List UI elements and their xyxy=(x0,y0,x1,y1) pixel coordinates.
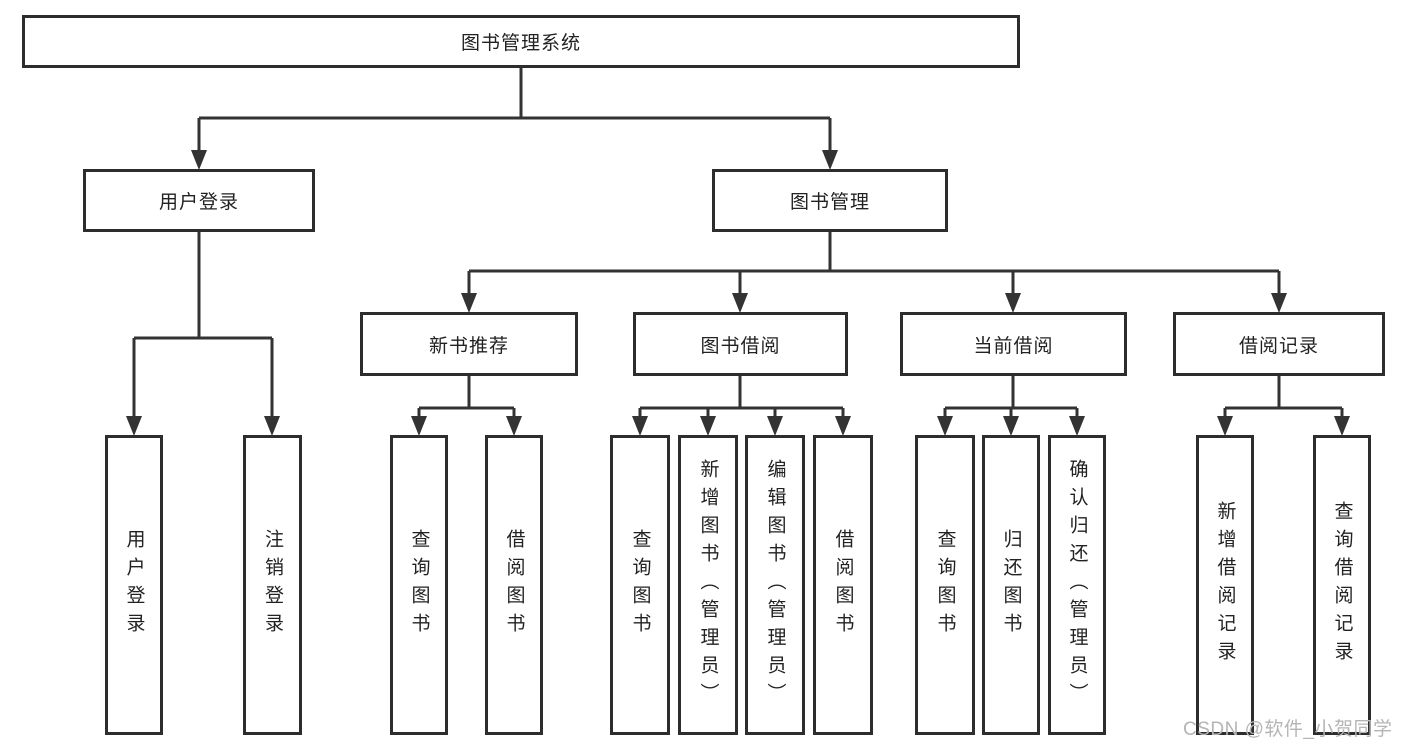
node-borrow-records: 借阅记录 xyxy=(1173,312,1385,376)
leaf-records-add-borrow-record: 新增借阅记录 xyxy=(1196,435,1254,735)
leaf-recommend-borrow-books: 借阅图书 xyxy=(485,435,543,735)
leaf-current-confirm-return-admin: 确认归还（管理员） xyxy=(1048,435,1106,735)
node-book-borrow: 图书借阅 xyxy=(633,312,848,376)
node-user-login: 用户登录 xyxy=(83,169,315,232)
node-book-management: 图书管理 xyxy=(712,169,948,232)
node-root: 图书管理系统 xyxy=(22,15,1020,68)
leaf-current-return-books: 归还图书 xyxy=(982,435,1040,735)
leaf-borrow-borrow-books: 借阅图书 xyxy=(813,435,873,735)
leaf-logout-login: 注销登录 xyxy=(243,435,302,735)
node-new-book-recommend: 新书推荐 xyxy=(360,312,578,376)
leaf-borrow-query-books: 查询图书 xyxy=(610,435,670,735)
leaf-borrow-edit-books-admin: 编辑图书（管理员） xyxy=(745,435,805,735)
leaf-user-login: 用户登录 xyxy=(105,435,163,735)
leaf-current-query-books: 查询图书 xyxy=(915,435,975,735)
leaf-recommend-query-books: 查询图书 xyxy=(390,435,448,735)
leaf-borrow-add-books-admin: 新增图书（管理员） xyxy=(678,435,738,735)
node-current-borrow: 当前借阅 xyxy=(900,312,1127,376)
leaf-records-query-borrow-record: 查询借阅记录 xyxy=(1313,435,1371,735)
csdn-watermark: CSDN @软件_小贺同学 xyxy=(1183,719,1393,740)
